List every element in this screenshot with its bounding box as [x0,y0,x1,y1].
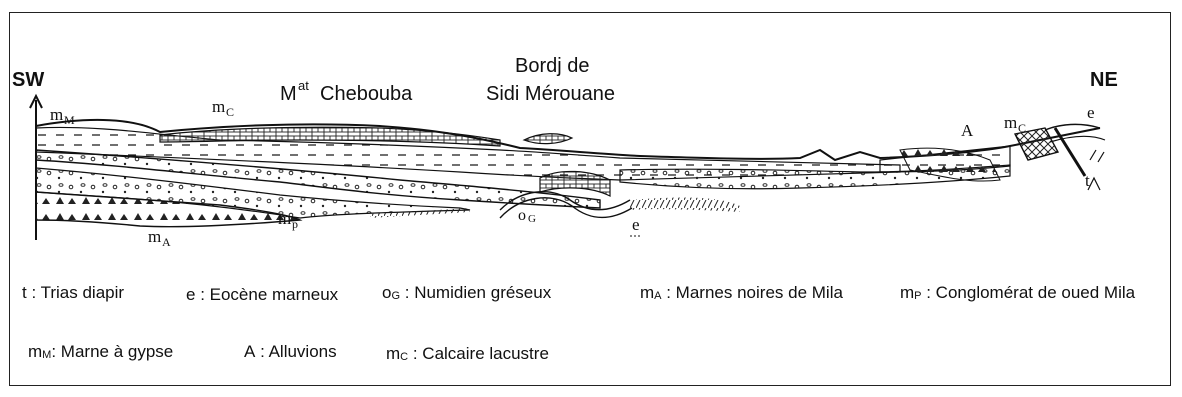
unit-label-e-right: e [1087,103,1095,122]
legend-item-ma: mA : Marnes noires de Mila [640,283,843,303]
svg-text:C: C [1018,121,1026,135]
svg-text:M: M [64,113,75,127]
legend-item-mm: mM: Marne à gypse [28,342,173,362]
legend-item-t: t : Trias diapir [22,283,124,303]
diapir-faults [1045,124,1105,190]
ne-label: NE [1090,69,1118,91]
unit-label-og: o G [518,207,536,225]
unit-label-ma: m A [148,227,171,249]
svg-text:m: m [278,209,291,228]
svg-text:C: C [226,105,234,119]
unit-label-mm: m M [50,105,75,127]
sw-label: SW [12,69,44,91]
mountain-prefix: M [280,83,297,105]
svg-text:p: p [292,217,298,231]
klippe-lens [524,134,572,144]
svg-text:m: m [212,97,225,116]
mountain-name: Chebouba [320,83,413,105]
legend-item-e: e : Eocène marneux [186,285,338,305]
unit-label-t: t [1085,171,1090,190]
village-name-line1: Bordj de [515,55,590,77]
svg-text:o: o [518,207,526,224]
svg-text:m: m [1004,113,1017,132]
legend-item-a: A : Alluvions [244,342,337,362]
svg-text:G: G [528,213,536,225]
village-name-line2: Sidi Mérouane [486,83,615,105]
legend-item-mc: mC : Calcaire lacustre [386,344,549,364]
unit-label-e-center: e [632,215,640,234]
unit-label-a: A [961,121,974,140]
mountain-superscript: at [298,78,309,93]
svg-text:A: A [162,235,171,249]
legend-item-mp: mP : Conglomérat de oued Mila [900,283,1135,303]
legend-item-og: oG : Numidien gréseux [382,283,551,303]
unit-label-mc-left: m C [212,97,234,119]
unit-label-mc-right: m C [1004,113,1026,135]
svg-text:m: m [148,227,161,246]
svg-text:m: m [50,105,63,124]
